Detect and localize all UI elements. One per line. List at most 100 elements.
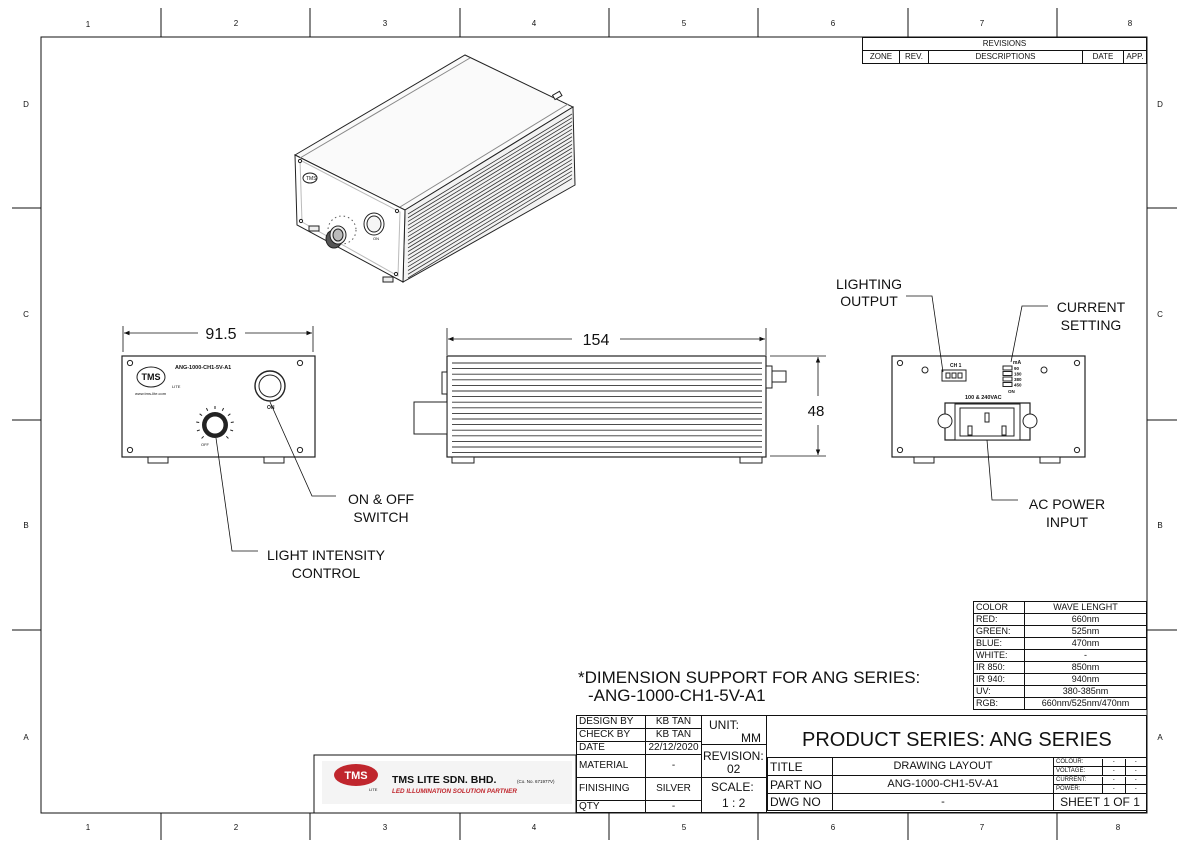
- iso-heatsink-fin: [407, 136, 573, 237]
- column-labels-top: 1 2 3 4 5 6 7 8: [86, 19, 1133, 29]
- company-name: TMS LITE SDN. BHD.: [392, 774, 496, 786]
- company-tagline: LED ILLUMINATION SOLUTION PARTNER: [392, 788, 517, 795]
- row-label: C: [23, 310, 29, 319]
- iso-heatsink-fin: [407, 128, 573, 230]
- col-label: 2: [234, 19, 239, 28]
- col-label: 4: [532, 823, 537, 832]
- color-wavelength: 940nm: [1024, 673, 1147, 686]
- front-website: www.tms-lite.com: [135, 391, 167, 396]
- callout-ac-power: AC POWER: [1029, 496, 1105, 512]
- iso-heatsink-fin: [407, 178, 573, 279]
- color-wavelength: -: [1024, 649, 1147, 662]
- color-header: COLOR: [973, 601, 1025, 614]
- iso-heatsink-fin: [407, 121, 573, 222]
- knob-tick: [201, 435, 205, 439]
- title-value: DRAWING LAYOUT: [832, 757, 1054, 776]
- rev-header: REV.: [899, 50, 929, 64]
- col-label: 2: [234, 823, 239, 832]
- callout-lighting-output: OUTPUT: [840, 293, 898, 309]
- callout-ac-power: INPUT: [1046, 514, 1088, 530]
- voltage-value: -: [1102, 766, 1126, 775]
- unit-value: MM: [741, 731, 761, 745]
- color-wavelength: 470nm: [1024, 637, 1147, 650]
- dip-current-value: 180: [1014, 372, 1022, 377]
- revisions-title: REVISIONS: [862, 37, 1147, 51]
- ch1-label: CH 1: [950, 363, 962, 369]
- color-name: RGB:: [973, 697, 1025, 710]
- voltage-label: 100 & 240VAC: [965, 395, 1002, 401]
- knob-tick: [205, 407, 209, 411]
- row-label: D: [1157, 100, 1163, 109]
- current-value-2: -: [1125, 776, 1146, 785]
- col-label: 1: [86, 823, 91, 832]
- iso-heatsink-fin: [407, 166, 573, 268]
- callout-light-intensity: LIGHT INTENSITY: [267, 547, 386, 563]
- dip-switch: [1002, 365, 1013, 371]
- col-label: 8: [1128, 19, 1133, 28]
- iso-heatsink-fin: [407, 117, 573, 219]
- qty-value: -: [645, 800, 702, 813]
- col-label: 1: [86, 20, 91, 29]
- row-label: A: [1157, 733, 1163, 742]
- front-panel: [121, 355, 316, 458]
- zone-ticks: [12, 8, 1177, 840]
- iso-switch-label: ON: [373, 236, 379, 241]
- colour-value: -: [1102, 758, 1126, 767]
- power-value-2: -: [1134, 785, 1137, 792]
- iso-heatsink-fin: [407, 132, 573, 234]
- col-label: 6: [831, 19, 836, 28]
- callout-on-off-switch: SWITCH: [353, 509, 408, 525]
- iso-heatsink-fin: [407, 162, 573, 264]
- iso-heatsink-fin: [407, 113, 573, 215]
- color-name: UV:: [973, 685, 1025, 698]
- material-value: -: [645, 754, 702, 778]
- dip-switch: [1002, 371, 1013, 376]
- company-reg: (Co. No. 671977V): [517, 779, 555, 784]
- front-logo-sub: LITE: [172, 384, 181, 389]
- col-label: 4: [532, 19, 537, 28]
- color-wavelength: 525nm: [1024, 625, 1147, 638]
- title-block-main: PRODUCT SERIES: ANG SERIES: [767, 715, 1147, 813]
- current-label: CURRENT:: [1054, 776, 1103, 785]
- design-by-value: KB TAN: [645, 715, 702, 729]
- rev-header: DESCRIPTIONS: [928, 50, 1083, 64]
- iso-logo: TMS: [306, 176, 317, 182]
- row-label: A: [23, 733, 29, 742]
- knob-off-label: OFF: [201, 442, 210, 447]
- color-wavelength: 380-385nm: [1024, 685, 1147, 698]
- iso-heatsink-fin: [407, 174, 573, 275]
- dip-current-value: 380: [1014, 377, 1022, 382]
- callout-lighting-output: LIGHTING: [836, 276, 902, 292]
- revision-value: 02: [727, 762, 741, 776]
- color-wavelength: 660nm/525nm/470nm: [1024, 697, 1147, 710]
- dip-switch: [1002, 376, 1013, 382]
- row-label: D: [23, 100, 29, 109]
- front-model-label: ANG-1000-CH1-5V-A1: [175, 365, 231, 371]
- color-name: WHITE:: [973, 649, 1025, 662]
- iso-heatsink-fin: [407, 144, 573, 245]
- product-series: PRODUCT SERIES: ANG SERIES: [802, 729, 1112, 751]
- dimension-note-line2: -ANG-1000-CH1-5V-A1: [588, 686, 766, 705]
- voltage-label: VOLTAGE:: [1054, 766, 1103, 775]
- dim-width: 91.5: [205, 326, 236, 343]
- color-wavelength: 850nm: [1024, 661, 1147, 674]
- sheet-label: SHEET 1 OF 1: [1053, 793, 1147, 811]
- col-label: 3: [383, 823, 388, 832]
- col-label: 5: [682, 19, 687, 28]
- title-label: TITLE: [767, 757, 833, 776]
- callout-on-off-switch: ON & OFF: [348, 491, 414, 507]
- color-name: IR 940:: [973, 673, 1025, 686]
- part-no-label: PART NO: [767, 775, 833, 794]
- specs-mini-table: COLOUR:-- VOLTAGE:--: [1054, 758, 1146, 775]
- check-by-value: KB TAN: [645, 728, 702, 742]
- drawing-border: [40, 36, 1148, 814]
- row-label: B: [1157, 521, 1162, 530]
- dip-current-value: 450: [1014, 383, 1022, 388]
- row-label: B: [23, 521, 28, 530]
- revisions-table: REVISIONS ZONE REV. DESCRIPTIONS DATE AP…: [862, 37, 1147, 64]
- title-block-rows: TITLE DRAWING LAYOUT COLOUR:-- VOLTAGE:-…: [767, 757, 1147, 811]
- colour-label: COLOUR:: [1054, 758, 1103, 767]
- side-view: [413, 328, 826, 464]
